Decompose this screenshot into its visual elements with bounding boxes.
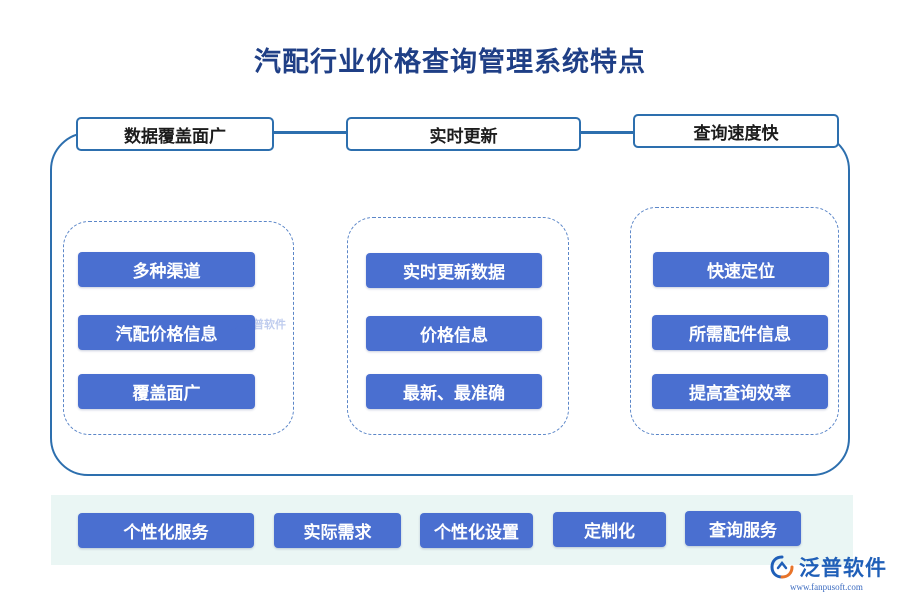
- brand-logo: 泛普软件: [770, 552, 887, 582]
- watermark-text: 泛普软件: [242, 318, 286, 331]
- bottom-item: 定制化: [553, 512, 666, 547]
- feature-item: 所需配件信息: [652, 315, 828, 350]
- feature-item: 最新、最准确: [366, 374, 542, 409]
- feature-item: 快速定位: [653, 252, 829, 287]
- bottom-item: 个性化设置: [420, 513, 533, 548]
- watermark: 泛普软件: [226, 316, 286, 332]
- bottom-item: 个性化服务: [78, 513, 254, 548]
- watermark-logo-icon: [226, 318, 238, 330]
- coverage-group: [63, 221, 294, 435]
- bottom-item: 查询服务: [685, 511, 801, 546]
- feature-item: 实时更新数据: [366, 253, 542, 288]
- column-header-speed: 查询速度快: [633, 114, 839, 148]
- brand-name: 泛普软件: [799, 556, 887, 580]
- column-header-coverage: 数据覆盖面广: [76, 117, 274, 151]
- fanpu-logo-icon: [770, 555, 794, 579]
- diagram-title: 汽配行业价格查询管理系统特点: [254, 47, 646, 78]
- speed-group: [630, 207, 839, 435]
- feature-item: 提高查询效率: [652, 374, 828, 409]
- feature-item: 汽配价格信息: [78, 315, 255, 350]
- brand-url: www.fanpusoft.com: [790, 582, 863, 592]
- bottom-item: 实际需求: [274, 513, 401, 548]
- column-header-realtime: 实时更新: [346, 117, 581, 151]
- feature-item: 覆盖面广: [78, 374, 255, 409]
- feature-item: 多种渠道: [78, 252, 255, 287]
- realtime-group: [347, 217, 569, 435]
- feature-item: 价格信息: [366, 316, 542, 351]
